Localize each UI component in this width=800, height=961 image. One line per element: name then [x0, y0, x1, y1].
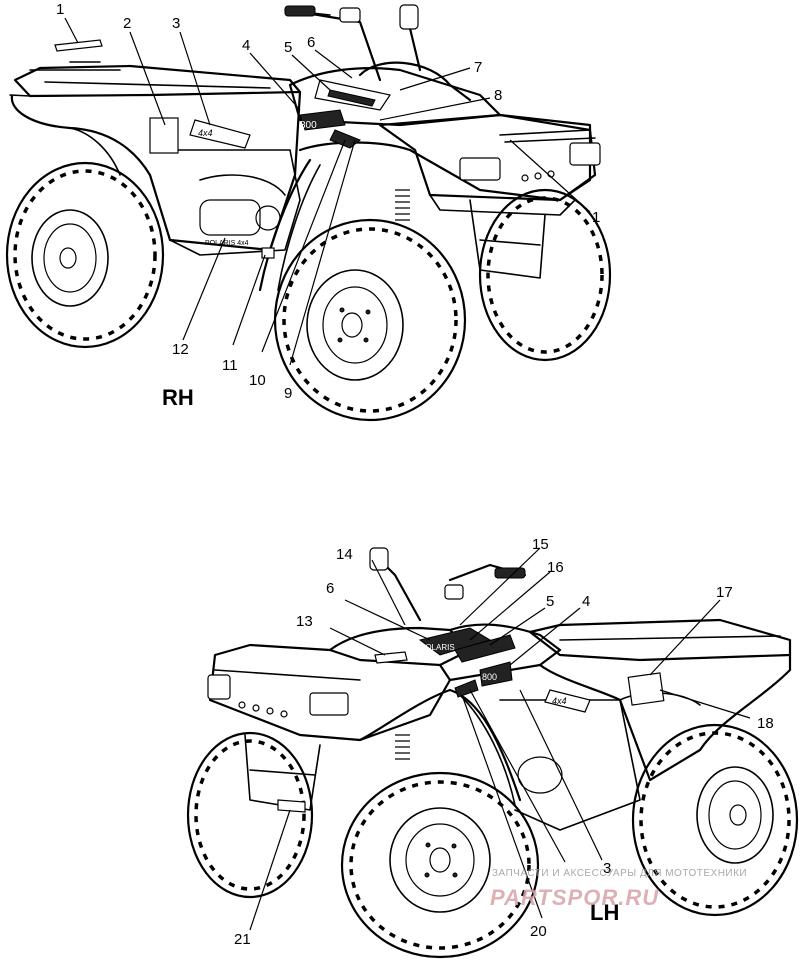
rh-front-wheel	[273, 218, 467, 422]
lh-body: POLARIS 800 4x4	[207, 547, 792, 831]
lh-rear-left-wheel	[186, 731, 314, 899]
lh-callout-13: 13	[296, 613, 313, 630]
lh-callout-4: 4	[582, 593, 590, 610]
watermark: ЗАПЧАСТИ И АКСЕССУАРЫ ДЛЯ МОТОТЕХНИКИ PA…	[490, 868, 747, 910]
rh-callout-10: 10	[249, 372, 266, 389]
lh-view-label: LH	[590, 900, 619, 925]
rh-callout-5: 5	[284, 39, 292, 56]
svg-text:POLARIS: POLARIS	[420, 643, 455, 652]
rh-callout-1: 1	[56, 1, 64, 18]
lh-callout-15: 15	[532, 536, 549, 553]
watermark-logo: PARTSPOR.RU	[490, 885, 659, 910]
lh-callout-16: 16	[547, 559, 564, 576]
rh-body: 800 4x4 POLARIS 4x4	[9, 4, 601, 292]
rh-atv-drawing: 800 4x4 POLARIS 4x4	[5, 4, 612, 422]
rh-callouts: 1 2 3 4 5 6 7 8 1 9 10 11 12 RH	[56, 1, 600, 410]
lh-callout-6: 6	[326, 580, 334, 597]
rh-callout-1b: 1	[592, 209, 600, 226]
lh-callout-17: 17	[716, 584, 733, 601]
rh-callout-9: 9	[284, 385, 292, 402]
rh-callout-2: 2	[123, 15, 131, 32]
lh-callout-20: 20	[530, 923, 547, 940]
svg-text:4x4: 4x4	[198, 128, 213, 138]
rh-callout-7: 7	[474, 59, 482, 76]
rh-view-label: RH	[162, 385, 194, 410]
watermark-text: ЗАПЧАСТИ И АКСЕССУАРЫ ДЛЯ МОТОТЕХНИКИ	[492, 868, 747, 879]
rh-callout-8: 8	[494, 87, 502, 104]
rh-callout-12: 12	[172, 341, 189, 358]
svg-text:800: 800	[482, 672, 497, 682]
lh-leader-lines	[249, 547, 751, 931]
lh-rear-wheel	[631, 723, 799, 917]
rh-callout-3: 3	[172, 15, 180, 32]
rh-rear-right-wheel	[478, 188, 612, 362]
svg-text:POLARIS 4x4: POLARIS 4x4	[205, 240, 249, 247]
rh-leader-lines	[64, 17, 591, 366]
rh-callout-6: 6	[307, 34, 315, 51]
lh-atv-drawing: POLARIS 800 4x4	[186, 547, 799, 959]
lh-callout-14: 14	[336, 546, 353, 563]
lh-callout-5: 5	[546, 593, 554, 610]
lh-callout-21: 21	[234, 931, 251, 948]
svg-text:4x4: 4x4	[552, 696, 567, 706]
lh-callout-3: 3	[603, 860, 611, 877]
lh-callout-18: 18	[757, 715, 774, 732]
lh-front-wheel	[340, 771, 540, 959]
svg-text:800: 800	[300, 120, 317, 131]
rh-rear-wheel	[5, 161, 165, 349]
rh-callout-4: 4	[242, 37, 250, 54]
rh-callout-11: 11	[222, 357, 238, 374]
lh-callouts: 14 15 16 6 5 4 17 13 18 21 20 3 LH	[234, 536, 774, 948]
